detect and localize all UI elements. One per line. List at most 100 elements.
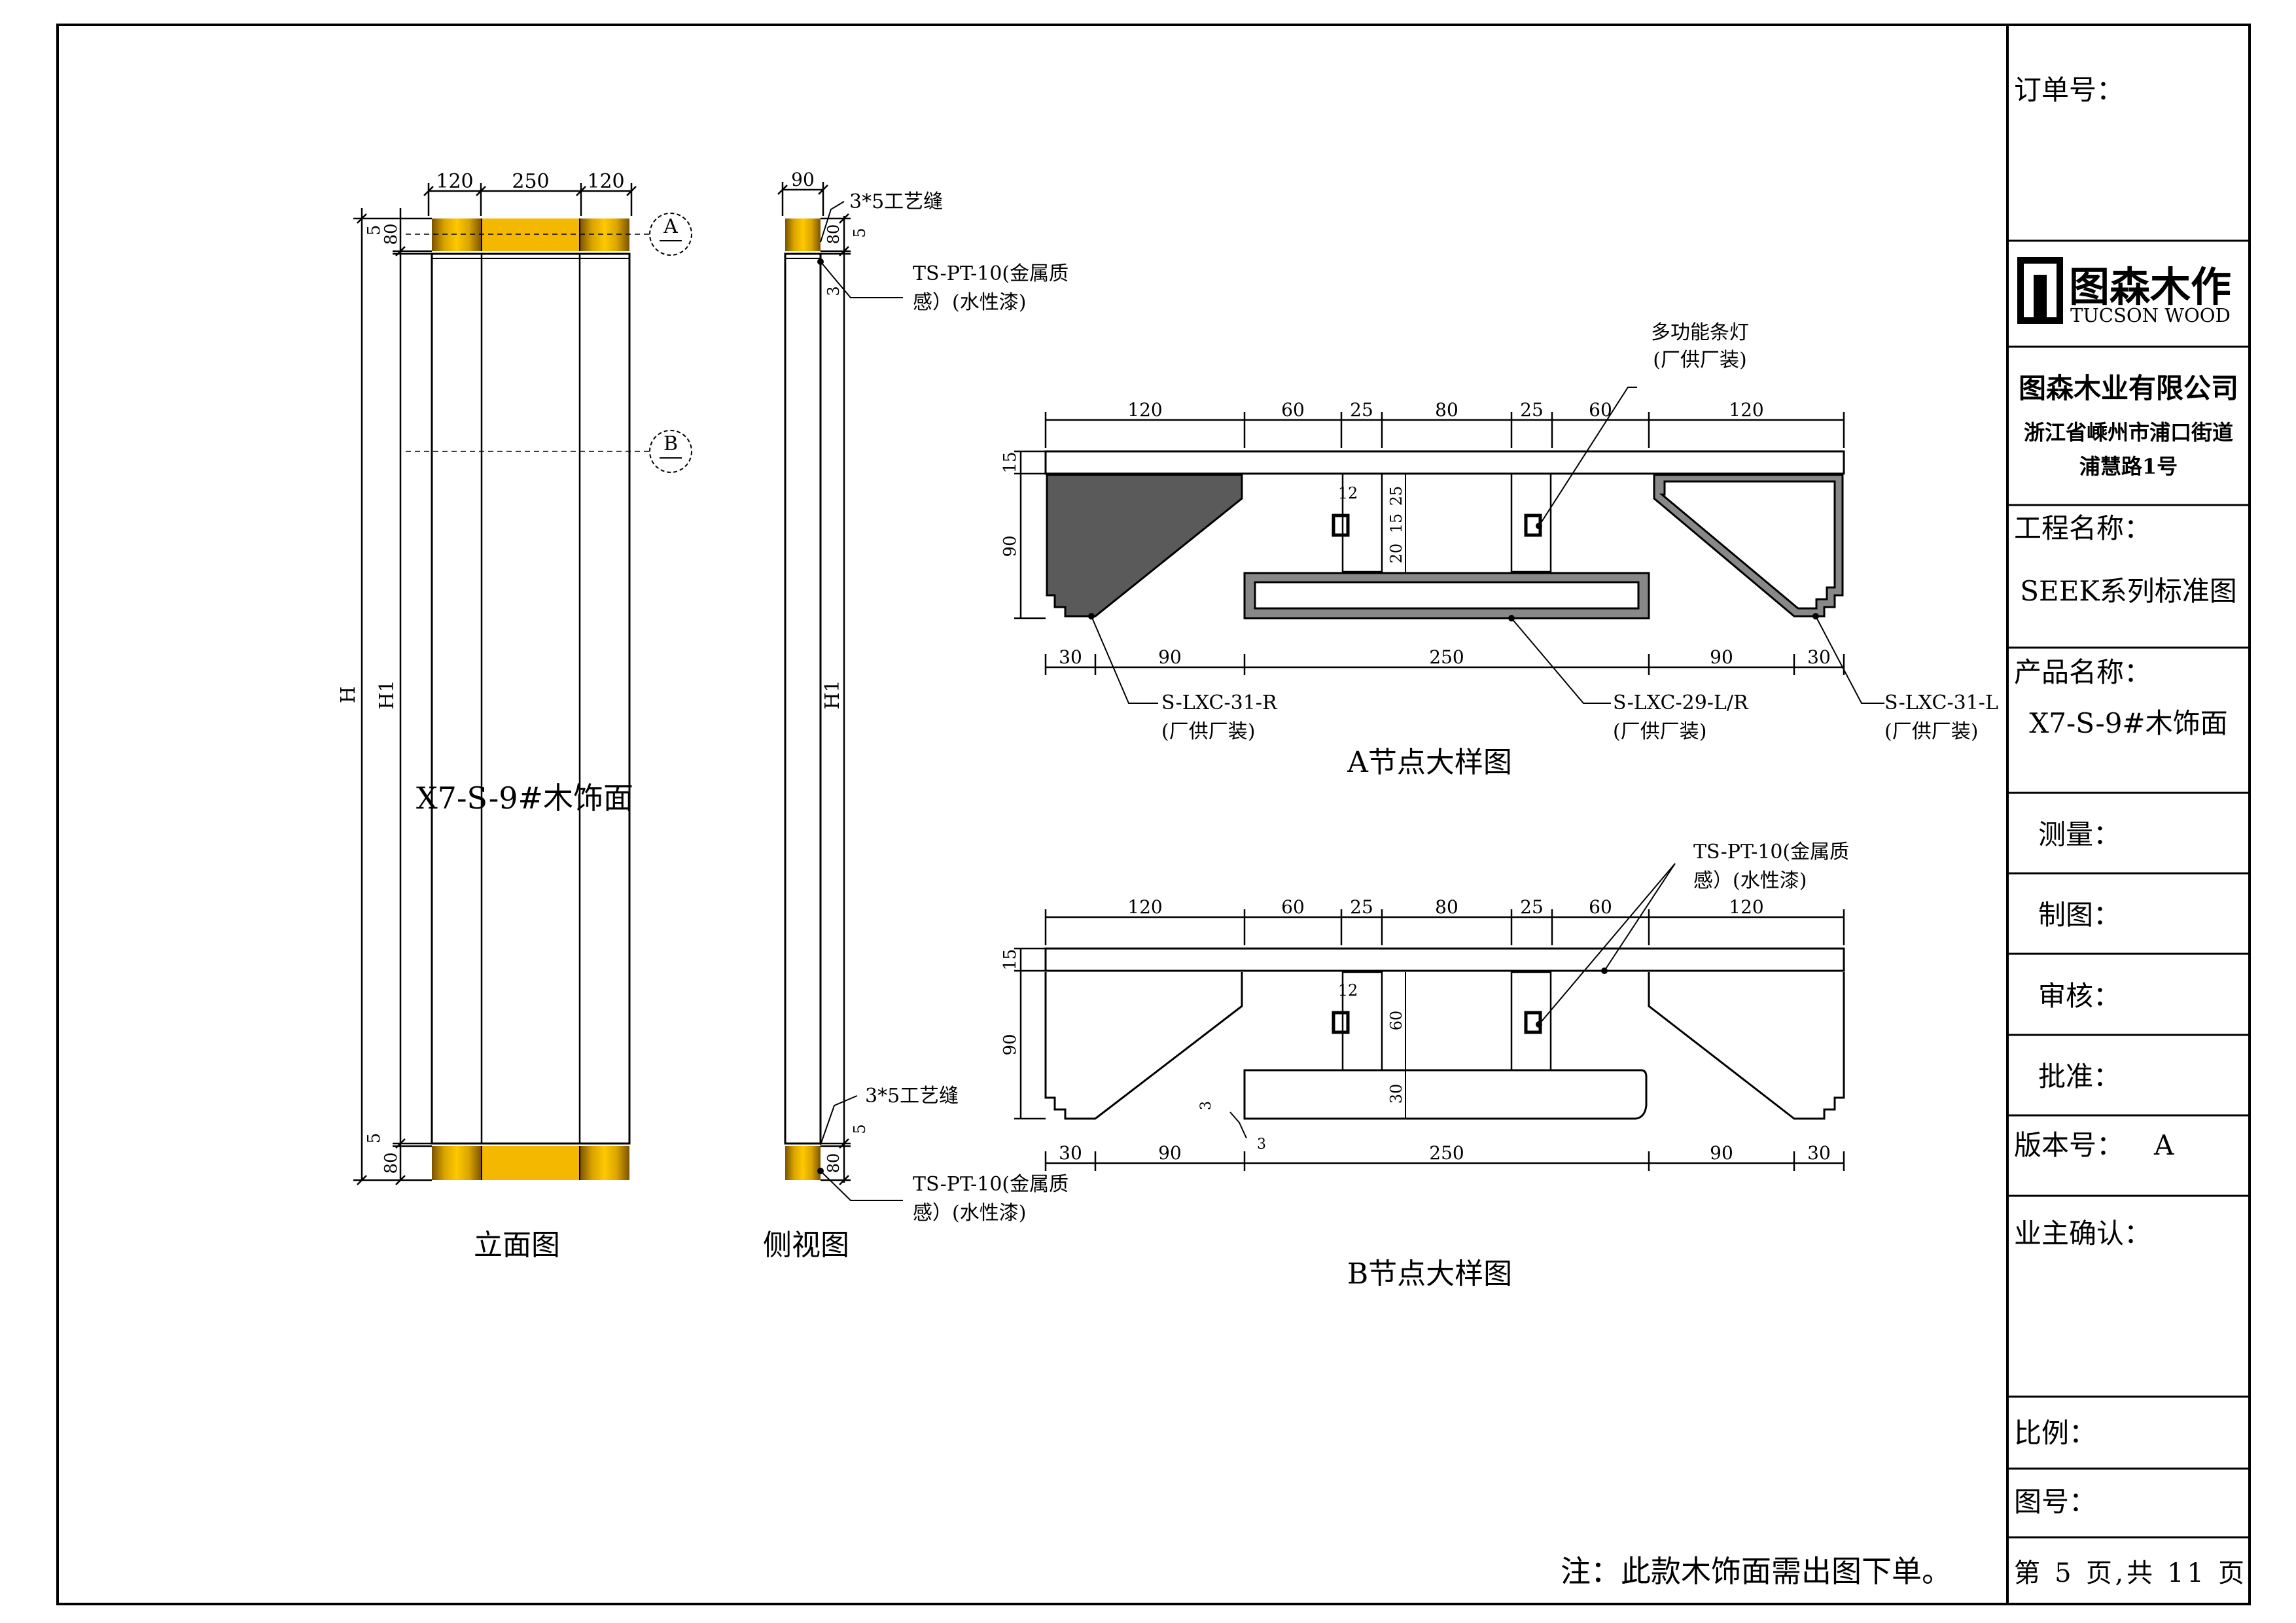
- b-top-plate: [1044, 947, 1845, 972]
- b-inner-60: 60: [1387, 1011, 1405, 1031]
- b-dim-top-3: 25: [1350, 896, 1373, 918]
- a-top-plate: [1044, 450, 1845, 475]
- b-dim-bottom-2: 90: [1158, 1142, 1182, 1164]
- review-label: 审核：: [2038, 980, 2121, 1012]
- a-light-note-2: (厂供厂装): [1653, 349, 1746, 372]
- elev-dim-80-top: 80: [381, 223, 401, 245]
- side-view: 90 H1 80 5 3 5 80: [763, 169, 1069, 1262]
- side-finish-bottom-2: 感）(水性漆): [913, 1202, 1026, 1225]
- project-label: 工程名称：: [2014, 512, 2151, 544]
- a-dim-top-4: 80: [1435, 399, 1458, 421]
- elev-dim-5-top: 5: [364, 225, 384, 236]
- elev-dim-top-3: 120: [587, 170, 624, 193]
- b-dim-top-5: 25: [1520, 896, 1544, 918]
- a-right-profile: [1653, 474, 1844, 618]
- measure-label: 测量：: [2038, 818, 2121, 850]
- elev-dim-top-1: 120: [436, 170, 473, 193]
- a-center-profile-code: S-LXC-29-L/R: [1613, 691, 1749, 714]
- a-dim-top-7: 120: [1729, 399, 1763, 421]
- b-right-profile: [1648, 972, 1845, 1120]
- a-center-profile: [1243, 572, 1650, 620]
- brand-logo: 图森木作 TUCSON WOOD: [2017, 257, 2231, 326]
- detail-a: 120 60 25 80 25 60 120 15 90 12 25 15 20: [1000, 321, 1998, 779]
- a-dim-bottom-5: 30: [1807, 646, 1831, 668]
- a-center-supplied: (厂供厂装): [1613, 720, 1706, 743]
- scale-label: 比例：: [2014, 1417, 2096, 1449]
- product-value: X7-S-9#木饰面: [2029, 707, 2227, 739]
- side-bottom-cap: [785, 1146, 821, 1180]
- a-dim-bottom-3: 250: [1429, 646, 1464, 668]
- drawing-no-label: 图号：: [2014, 1486, 2096, 1518]
- b-left-profile: [1044, 972, 1243, 1120]
- detail-b: 120 60 25 80 25 60 120 15 90 12 60 30 3 …: [1000, 841, 1849, 1291]
- b-dim-bottom-3: 250: [1429, 1142, 1464, 1164]
- side-dim-5-top: 5: [851, 228, 869, 237]
- b-dim-top-7: 120: [1729, 896, 1763, 918]
- elev-dim-80-bottom: 80: [381, 1152, 401, 1174]
- b-inner-12: 12: [1338, 981, 1358, 1000]
- a-dim-top-2: 60: [1281, 399, 1305, 421]
- a-dim-bottom-4: 90: [1710, 646, 1733, 668]
- a-dim-left-15: 15: [1000, 451, 1020, 473]
- a-inner-25: 25: [1387, 486, 1405, 506]
- side-dim-80-bottom: 80: [824, 1153, 843, 1174]
- elev-dim-h1: H1: [376, 680, 398, 709]
- version-value: A: [2153, 1129, 2174, 1161]
- a-dim-top-1: 120: [1127, 399, 1162, 421]
- a-inner-12: 12: [1338, 484, 1358, 502]
- b-dim-bottom-4: 90: [1710, 1142, 1733, 1164]
- elevation-caption: 立面图: [474, 1229, 560, 1262]
- side-body: [784, 253, 822, 1145]
- a-right-supplied: (厂供厂装): [1884, 720, 1978, 743]
- detail-a-caption: A节点大样图: [1347, 746, 1512, 779]
- a-light-note-1: 多功能条灯: [1651, 321, 1749, 344]
- elev-dim-top-2: 250: [512, 170, 549, 193]
- b-dim-left-15: 15: [1000, 949, 1020, 970]
- b-light-left: [1332, 1011, 1350, 1034]
- elev-dim-h: H: [337, 686, 360, 703]
- a-right-profile-code: S-LXC-31-L: [1884, 691, 1998, 714]
- b-dim-top-6: 60: [1589, 896, 1612, 918]
- a-dim-left-90: 90: [1000, 535, 1020, 557]
- a-inner-15: 15: [1387, 514, 1405, 534]
- version-label: 版本号：: [2014, 1129, 2124, 1161]
- b-finish-2: 感）(水性漆): [1693, 869, 1807, 892]
- company-address-1: 浙江省嵊州市浦口街道: [2024, 420, 2233, 445]
- svg-text:A: A: [663, 215, 678, 238]
- elevation-view: 120 250 120 X7-S-9#木饰面 A B: [337, 170, 692, 1262]
- a-light-left: [1332, 514, 1350, 537]
- company-name: 图森木业有限公司: [2019, 372, 2238, 404]
- a-dim-bottom-1: 30: [1059, 646, 1082, 668]
- owner-confirm-label: 业主确认：: [2014, 1217, 2151, 1249]
- side-dim-3: 3: [824, 286, 843, 296]
- section-marker-b: B: [649, 430, 692, 473]
- product-label: 产品名称：: [2014, 656, 2151, 688]
- side-view-caption: 侧视图: [763, 1229, 849, 1262]
- detail-b-caption: B节点大样图: [1347, 1257, 1512, 1291]
- side-finish-top-1: TS-PT-10(金属质: [913, 262, 1069, 285]
- footer-note: 注：此款木饰面需出图下单。: [1561, 1554, 1952, 1589]
- side-dim-top: 90: [791, 169, 815, 190]
- a-inner-20: 20: [1387, 544, 1405, 564]
- side-finish-bottom-1: TS-PT-10(金属质: [913, 1173, 1069, 1196]
- side-dim-5-bottom: 5: [851, 1124, 869, 1134]
- side-finish-top-2: 感）(水性漆): [913, 291, 1026, 314]
- b-inner-3b: 3: [1257, 1136, 1266, 1153]
- a-dim-top-3: 25: [1350, 399, 1373, 421]
- b-dim-bottom-5: 30: [1807, 1142, 1831, 1164]
- side-gap-note-top: 3*5工艺缝: [849, 190, 943, 213]
- b-inner-3a: 3: [1198, 1101, 1214, 1110]
- svg-text:B: B: [663, 432, 678, 455]
- b-center-block: [1243, 1069, 1648, 1120]
- brand-en: TUCSON WOOD: [2070, 304, 2231, 326]
- elev-panel-label: X7-S-9#木饰面: [416, 780, 633, 816]
- side-gap-note-bottom: 3*5工艺缝: [865, 1085, 959, 1108]
- a-left-profile-code: S-LXC-31-R: [1161, 691, 1278, 714]
- draw-label: 制图：: [2038, 899, 2121, 931]
- order-no-label: 订单号：: [2014, 74, 2124, 106]
- b-dim-top-1: 120: [1127, 896, 1162, 918]
- elev-dim-5-bottom: 5: [364, 1133, 384, 1144]
- brand-cn: 图森木作: [2069, 263, 2231, 311]
- b-dim-top-4: 80: [1435, 896, 1458, 918]
